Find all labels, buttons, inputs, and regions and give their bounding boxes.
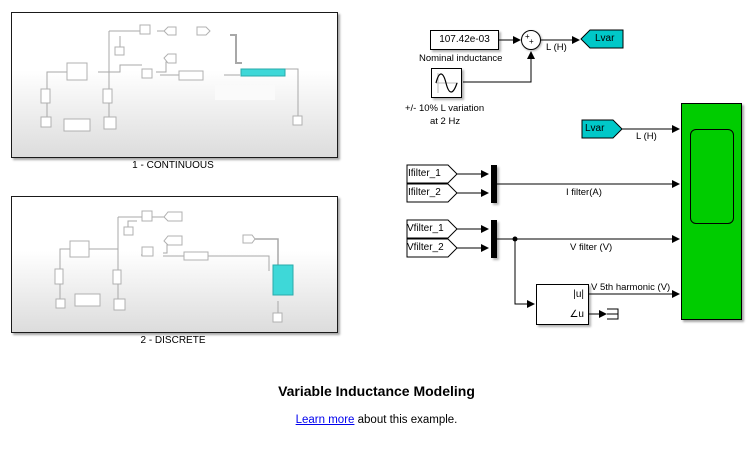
signal-label-sum-out: L (H) <box>546 42 567 53</box>
sum-block[interactable]: + + <box>521 30 541 50</box>
wire-branch-to-fourier <box>514 239 535 308</box>
sine-wave-icon <box>435 73 458 93</box>
subsystem-discrete[interactable] <box>11 196 338 333</box>
from-lvar-tag: Lvar <box>585 123 605 134</box>
sum-plus-icon: + <box>525 32 530 41</box>
from-ifilter2-tag: Ifilter_2 <box>408 187 441 198</box>
discrete-thumbnail <box>54 210 294 323</box>
from-ifilter1-tag: Ifilter_1 <box>408 168 441 179</box>
panel-label-discrete: 2 - DISCRETE <box>140 335 206 346</box>
goto-lvar-block[interactable] <box>580 29 624 49</box>
signal-label-v5th: V 5th harmonic (V) <box>591 282 671 293</box>
constant-label: Nominal inductance <box>419 53 503 64</box>
learn-more-suffix: about this example. <box>354 414 458 426</box>
from-vfilter1-block[interactable] <box>406 219 458 239</box>
fourier-mag-port: |u| <box>573 289 584 300</box>
from-lvar-block[interactable] <box>581 119 623 139</box>
scope-screen-icon <box>690 129 734 224</box>
sine-wave-block[interactable] <box>431 68 462 98</box>
branch-point <box>512 236 518 242</box>
from-vfilter1-tag: Vfilter_1 <box>407 223 444 234</box>
subsystem-continuous[interactable] <box>11 12 338 158</box>
goto-lvar-tag: Lvar <box>595 33 615 44</box>
signal-label-lvar: L (H) <box>636 131 657 142</box>
mux-voltage[interactable] <box>491 220 497 258</box>
sine-label-line2: at 2 Hz <box>430 116 461 127</box>
continuous-thumbnail <box>40 24 303 132</box>
sum-plus-icon: + <box>529 37 534 46</box>
page-title: Variable Inductance Modeling <box>278 383 475 399</box>
mux-current[interactable] <box>491 165 497 203</box>
learn-more-link[interactable]: Learn more <box>295 414 355 426</box>
constant-value: 107.42e-03 <box>439 34 490 45</box>
fourier-block[interactable]: |u| ∠u <box>536 284 589 325</box>
fourier-angle-port: ∠u <box>569 309 584 320</box>
from-vfilter2-block[interactable] <box>406 238 458 258</box>
terminator-icon <box>607 308 619 320</box>
sine-label-line1: +/- 10% L variation <box>405 103 485 114</box>
signal-label-ifilter: I filter(A) <box>566 187 602 198</box>
signal-label-vfilter: V filter (V) <box>570 242 613 253</box>
scope-block[interactable] <box>681 103 742 320</box>
learn-more-line: Learn more about this example. <box>0 414 753 426</box>
constant-block[interactable]: 107.42e-03 <box>430 30 499 50</box>
from-ifilter1-block[interactable] <box>406 164 458 184</box>
panel-label-continuous: 1 - CONTINUOUS <box>132 160 214 171</box>
from-ifilter2-block[interactable] <box>406 183 458 203</box>
from-vfilter2-tag: Vfilter_2 <box>407 242 444 253</box>
